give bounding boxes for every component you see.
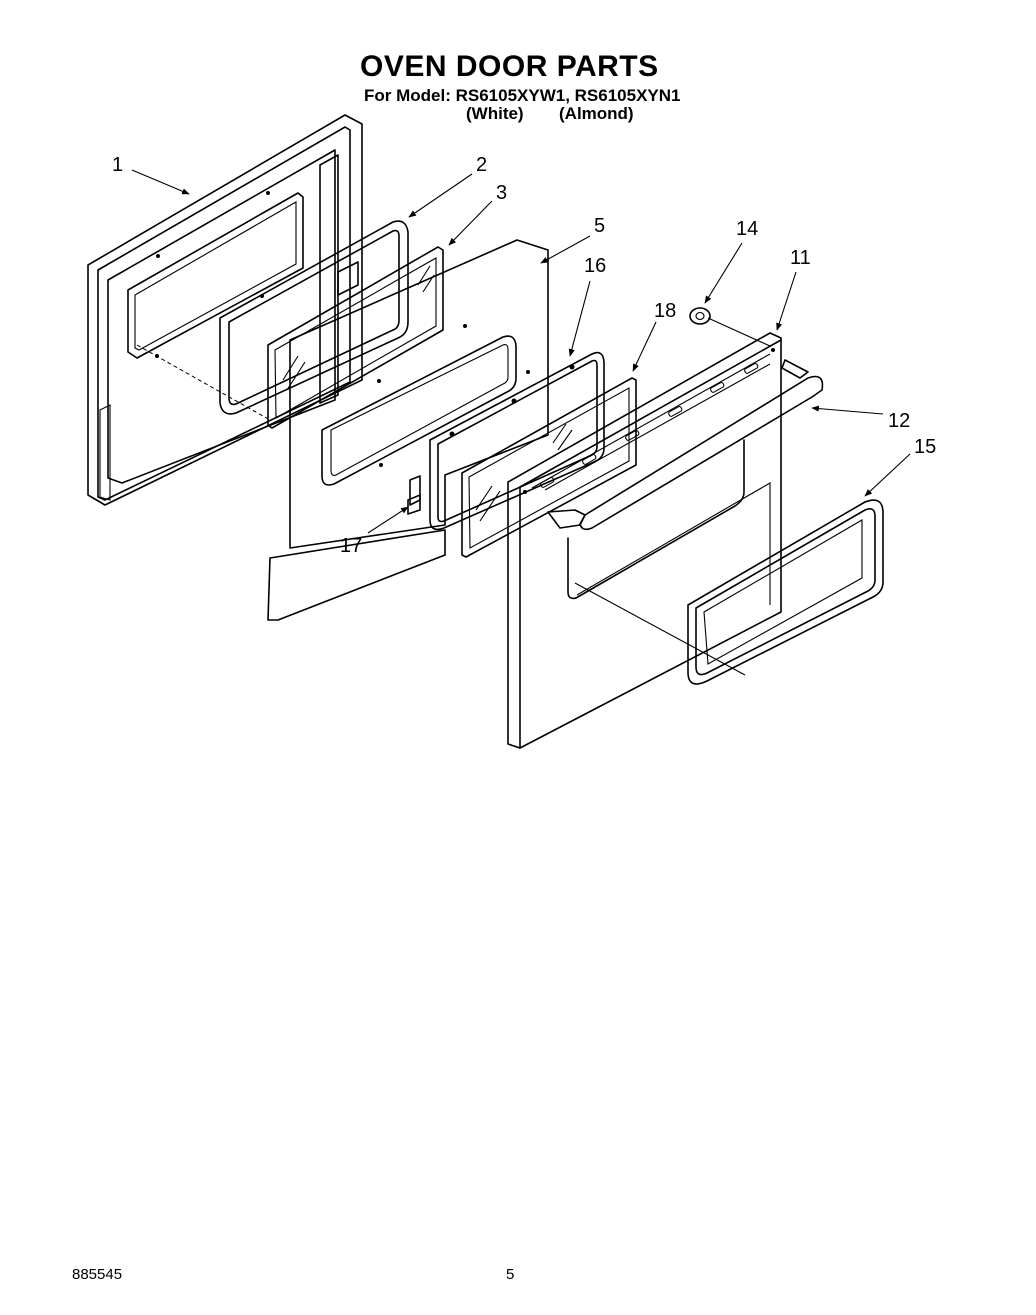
callout-16: 16	[584, 255, 606, 277]
callout-17: 17	[340, 535, 362, 557]
callout-18: 18	[654, 300, 676, 322]
callout-leaders	[131, 169, 911, 534]
callout-2: 2	[476, 154, 487, 176]
part-16-inner-gasket	[429, 351, 605, 531]
callout-5: 5	[594, 215, 605, 237]
callout-1: 1	[112, 154, 123, 176]
finish-almond-label: (Almond)	[559, 104, 634, 123]
finish-white-label: (White)	[466, 104, 524, 123]
part-2-gasket-frame	[219, 220, 409, 415]
page-title: OVEN DOOR PARTS	[360, 50, 659, 83]
callout-12: 12	[888, 410, 910, 432]
callout-15: 15	[914, 436, 936, 458]
part-12-handle	[547, 359, 824, 531]
part-11-outer-door	[507, 332, 782, 749]
callout-11: 11	[790, 247, 811, 269]
part-14-nut	[689, 307, 711, 325]
assembly-lines	[136, 317, 771, 676]
part-17-hinge-clip	[407, 475, 421, 515]
callout-labels: 1 2 3 5 16 18 14 11 12 15 17	[112, 154, 936, 557]
callout-3: 3	[496, 182, 507, 204]
callout-14: 14	[736, 218, 758, 240]
document-number: 885545	[72, 1266, 123, 1283]
model-line: For Model: RS6105XYW1, RS6105XYN1	[364, 86, 681, 105]
part-18-outer-glass	[461, 377, 637, 558]
part-5-inner-liner	[267, 239, 549, 621]
page-number: 5	[506, 1266, 515, 1283]
part-11-window-outline	[567, 439, 771, 605]
part-1-outer-door-panel	[87, 114, 363, 506]
part-15-window-trim	[687, 499, 884, 685]
